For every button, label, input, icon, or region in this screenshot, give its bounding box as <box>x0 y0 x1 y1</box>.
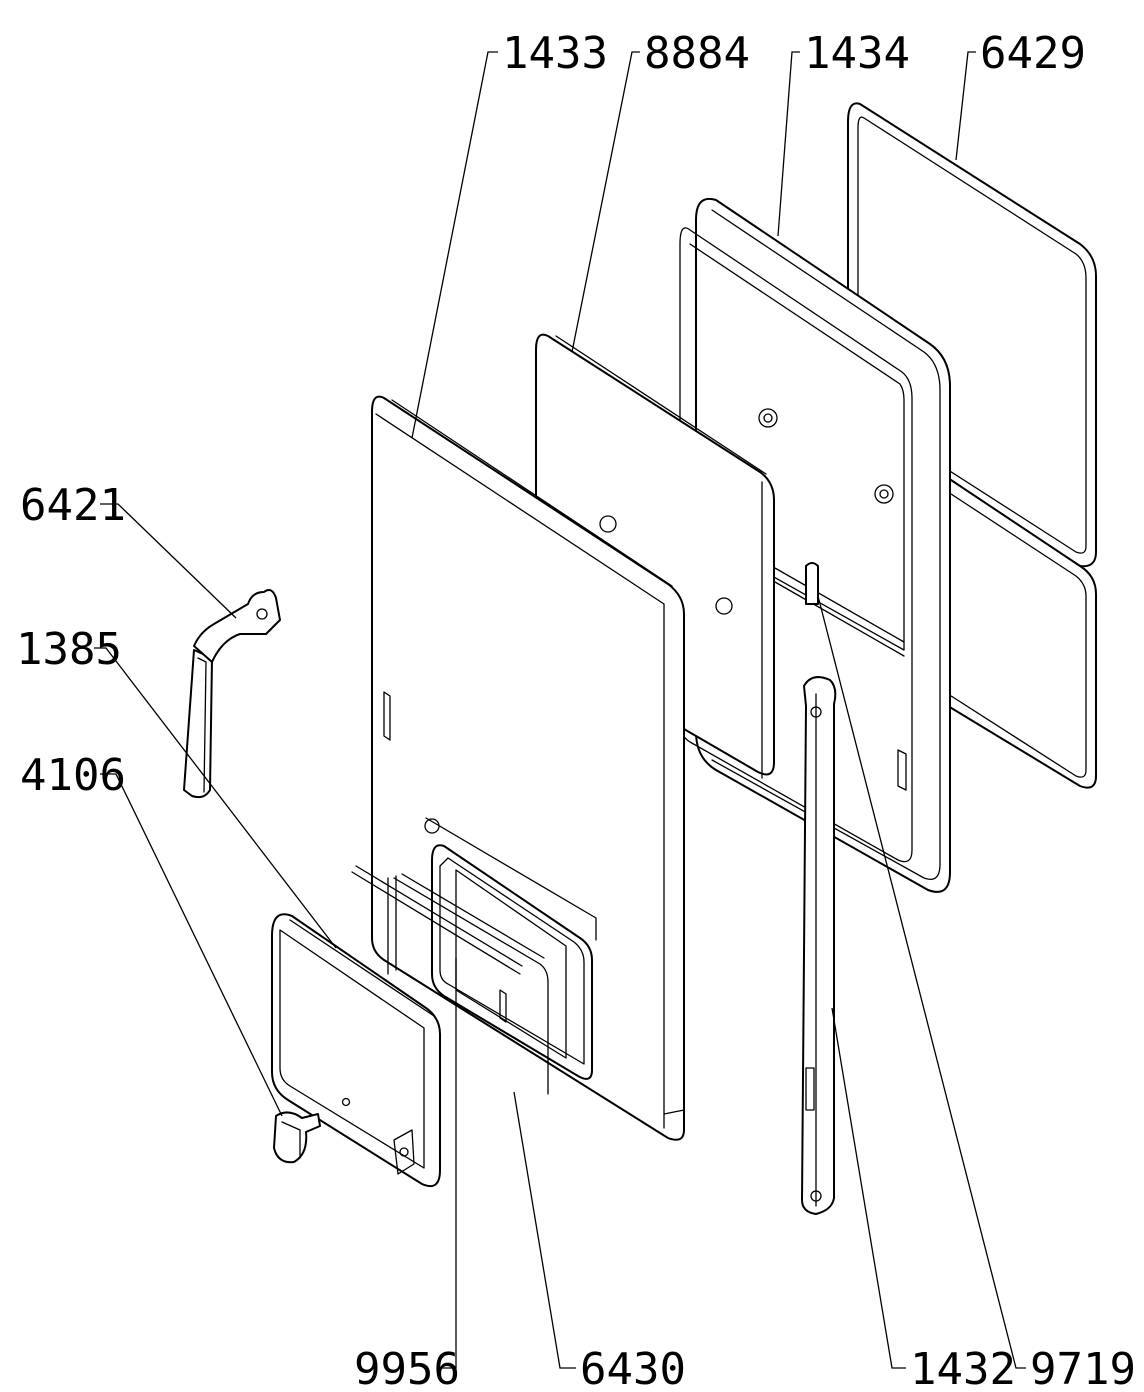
part-9719-pin <box>805 562 819 605</box>
part-4106-knob <box>273 1111 321 1164</box>
leader-lines <box>94 51 1026 1369</box>
part-6430-rod-frame <box>351 865 549 1095</box>
label-9956: 9956 <box>354 1344 460 1392</box>
label-6429: 6429 <box>980 28 1086 79</box>
part-1432-rod <box>801 676 837 1215</box>
label-1385: 1385 <box>16 624 122 675</box>
label-6421: 6421 <box>20 480 126 531</box>
part-1385-cover <box>271 913 441 1188</box>
window-frame <box>424 817 597 1080</box>
label-6430: 6430 <box>580 1344 686 1392</box>
label-1434: 1434 <box>804 28 910 79</box>
label-9719: 9719 <box>1030 1344 1136 1392</box>
part-6421-handle <box>183 589 281 799</box>
label-8884: 8884 <box>644 28 750 79</box>
label-1433: 1433 <box>502 28 608 79</box>
label-1432: 1432 <box>910 1344 1016 1392</box>
label-4106: 4106 <box>20 750 126 801</box>
